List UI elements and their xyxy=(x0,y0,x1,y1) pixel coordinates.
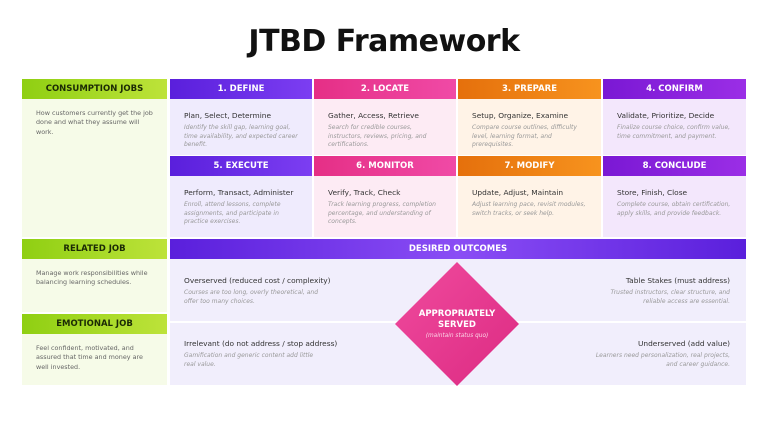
step-heading: Verify, Track, Check xyxy=(328,188,401,197)
related-job-header: RELATED JOB xyxy=(22,239,167,259)
consumption-jobs-header: CONSUMPTION JOBS xyxy=(22,79,167,99)
step-conclude-header: 8. CONCLUDE xyxy=(603,156,746,176)
page-title: JTBD Framework xyxy=(248,24,520,59)
emotional-job-header: EMOTIONAL JOB xyxy=(22,314,167,334)
related-job-text: Manage work responsibilities while balan… xyxy=(22,259,167,312)
appropriately-served-diamond xyxy=(395,262,519,386)
center-title-line2: SERVED xyxy=(438,320,476,331)
step-monitor-header: 6. MONITOR xyxy=(314,156,456,176)
center-title-line1: APPROPRIATELY xyxy=(418,309,496,319)
center-subtitle: (maintain status quo) xyxy=(425,333,489,340)
step-heading: Perform, Transact, Administer xyxy=(184,188,294,197)
table-stakes-heading: Table Stakes (must address) xyxy=(625,276,730,285)
appropriately-served-label: APPROPRIATELY SERVED (maintain status qu… xyxy=(395,309,519,339)
step-heading: Store, Finish, Close xyxy=(617,188,688,197)
overserved-desc: Courses are too long, overly theoretical… xyxy=(184,289,319,305)
table-stakes-desc: Trusted instructors, clear structure, an… xyxy=(610,289,730,305)
step-desc: Adjust learning pace, revisit modules, s… xyxy=(472,201,586,217)
overserved-quadrant: Overserved (reduced cost / complexity) Co… xyxy=(184,276,384,306)
desired-outcomes-header: DESIRED OUTCOMES xyxy=(170,239,746,259)
step-heading: Gather, Access, Retrieve xyxy=(328,111,419,120)
underserved-desc: Learners need personalization, real proj… xyxy=(595,352,730,368)
step-define-header: 1. DEFINE xyxy=(170,79,312,99)
step-desc: Identify the skill gap, learning goal, t… xyxy=(184,124,298,149)
step-modify-header: 7. MODIFY xyxy=(458,156,601,176)
underserved-quadrant: Underserved (add value) Learners need per… xyxy=(530,339,730,369)
step-heading: Update, Adjust, Maintain xyxy=(472,188,564,197)
irrelevant-quadrant: Irrelevant (do not address / stop addres… xyxy=(184,339,384,369)
step-execute-header: 5. EXECUTE xyxy=(170,156,312,176)
step-heading: Plan, Select, Determine xyxy=(184,111,271,120)
step-desc: Complete course, obtain certification, a… xyxy=(617,201,731,217)
step-desc: Track learning progress, completion perc… xyxy=(328,201,436,226)
step-heading: Setup, Organize, Examine xyxy=(472,111,569,120)
step-desc: Finalize course choice, confirm value, t… xyxy=(617,124,731,140)
step-desc: Search for credible courses, instructors… xyxy=(328,124,427,149)
irrelevant-heading: Irrelevant (do not address / stop addres… xyxy=(184,339,338,348)
step-locate-header: 2. LOCATE xyxy=(314,79,456,99)
table-stakes-quadrant: Table Stakes (must address) Trusted instr… xyxy=(530,276,730,306)
step-desc: Compare course outlines, difficulty leve… xyxy=(472,124,577,149)
underserved-heading: Underserved (add value) xyxy=(638,339,730,348)
consumption-jobs-text: How customers currently get the job done… xyxy=(22,99,167,237)
irrelevant-desc: Gamification and generic content add lit… xyxy=(184,352,314,368)
step-prepare-header: 3. PREPARE xyxy=(458,79,601,99)
step-heading: Validate, Prioritize, Decide xyxy=(617,111,715,120)
step-desc: Enroll, attend lessons, complete assignm… xyxy=(184,201,281,226)
emotional-job-text: Feel confident, motivated, and assured t… xyxy=(22,334,167,385)
overserved-heading: Overserved (reduced cost / complexity) xyxy=(184,276,331,285)
step-confirm-header: 4. CONFIRM xyxy=(603,79,746,99)
